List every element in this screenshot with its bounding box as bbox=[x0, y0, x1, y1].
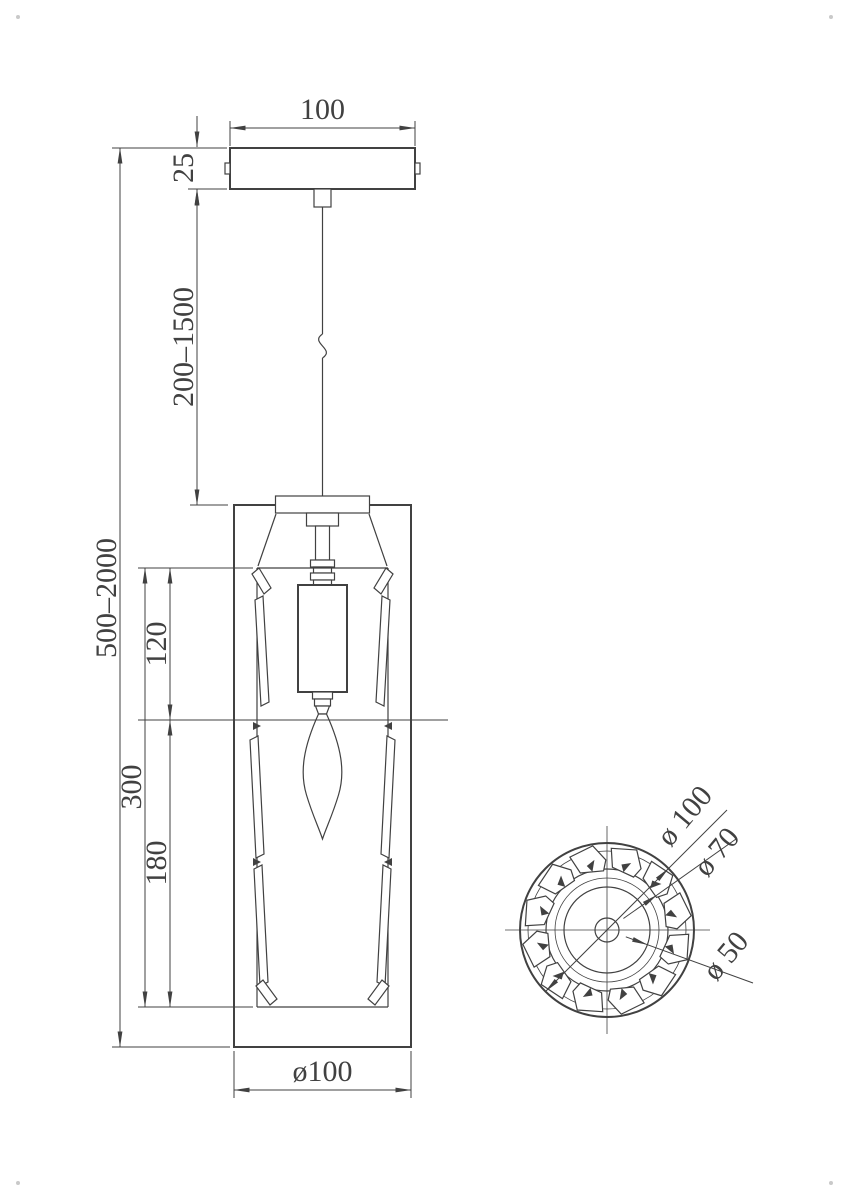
overall-height-label: 500–2000 bbox=[90, 538, 123, 658]
suspension-length-label: 200–1500 bbox=[167, 287, 200, 407]
ceiling-canopy bbox=[224, 147, 421, 208]
dimension-frame-sections: 120 180 300 bbox=[115, 567, 448, 1008]
frame-upper-height-label: 120 bbox=[140, 622, 173, 667]
light-bulb bbox=[302, 691, 343, 841]
top-middle-diameter-label: ø 70 bbox=[687, 821, 746, 882]
lamp-holder-assembly bbox=[274, 495, 371, 693]
top-view: ø 100 ø 70 ø 50 bbox=[505, 779, 755, 1034]
crystal-strips-left bbox=[249, 567, 278, 1006]
shade-diameter-label: ø100 bbox=[293, 1055, 353, 1088]
suspension-cord bbox=[318, 207, 327, 496]
crystal-strips-right bbox=[367, 567, 396, 1006]
canopy-width-label: 100 bbox=[300, 93, 345, 126]
frame-total-height-label: 300 bbox=[115, 765, 148, 810]
dimension-shade-diameter: ø100 bbox=[233, 1051, 412, 1098]
dimension-overall-height: 500–2000 bbox=[90, 147, 230, 1048]
dimension-suspension-length: 200–1500 bbox=[167, 188, 228, 506]
dimension-canopy-width: 100 bbox=[229, 93, 416, 146]
frame-lower-height-label: 180 bbox=[140, 841, 173, 886]
top-inner-diameter-label: ø 50 bbox=[696, 925, 755, 986]
canopy-height-label: 25 bbox=[167, 153, 200, 183]
registration-dots bbox=[16, 15, 833, 1185]
